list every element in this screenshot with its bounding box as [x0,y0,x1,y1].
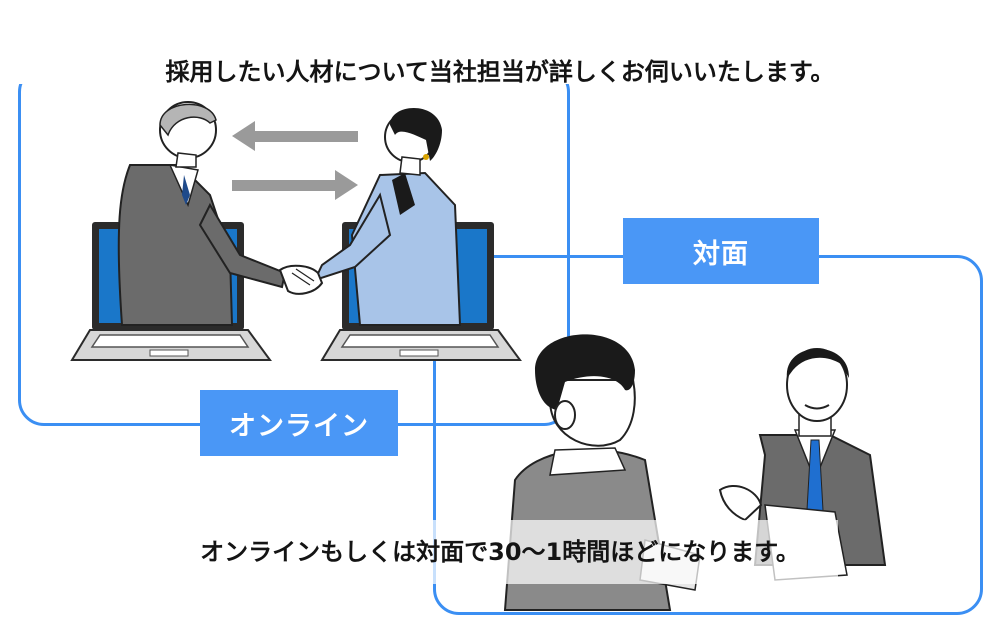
handshake-icon [278,264,324,295]
caption-top: 採用したい人材について当社担当が詳しくお伺いいたします。 [165,58,835,86]
arrow-right-icon [232,170,358,200]
label-online: オンライン [200,390,398,456]
label-face-to-face: 対面 [623,218,819,284]
caption-background [10,48,990,84]
businessman-online [117,101,287,326]
online-illustration [70,101,522,361]
businesswoman-online [313,107,462,326]
arrow-left-icon [232,121,358,151]
caption-bottom: オンラインもしくは対面で30〜1時間ほどになります。 [162,520,838,584]
